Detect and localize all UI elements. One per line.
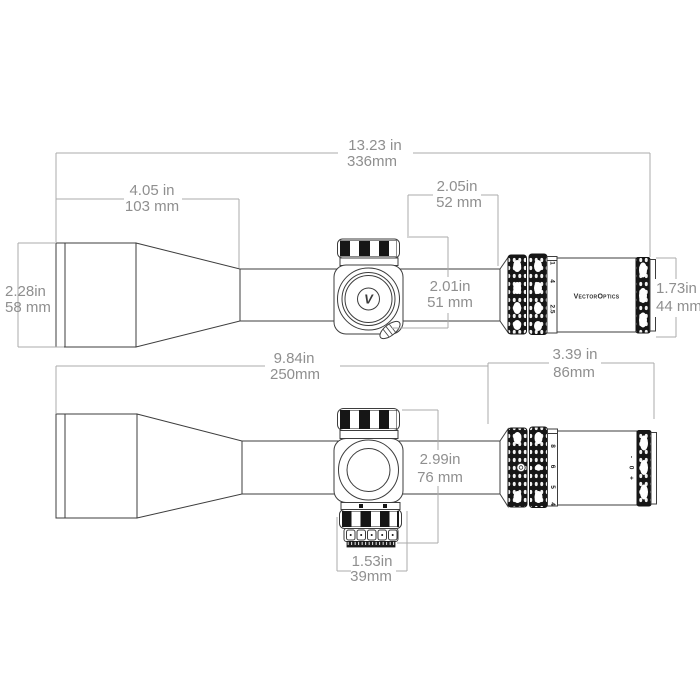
side-bell-taper: [135, 242, 241, 348]
mag-label: 4: [549, 279, 556, 283]
dim-front-length-mm: 250mm: [270, 366, 320, 383]
dim-front-length-in: 9.84in: [274, 350, 315, 367]
side-elevation-turret-cap: [337, 238, 400, 266]
dim-ocular-length: 2.05in 52 mm: [407, 178, 499, 266]
top-parallax-knob: [337, 408, 400, 439]
side-turret-saddle: V: [333, 264, 404, 335]
dim-eyepiece-length: 3.39 in 86mm: [487, 346, 655, 424]
side-eyepiece-flare: [499, 255, 509, 335]
top-eyepiece-body: [557, 430, 638, 506]
side-magnification-band: 1 4 2.5: [546, 256, 558, 334]
dim-turret-height-in: 2.99in: [420, 451, 461, 468]
top-view-scope: 8 6 5 4 - 0 +: [55, 408, 657, 548]
vector-optics-logo-icon: V: [364, 292, 374, 307]
top-turret-saddle: [333, 438, 404, 503]
dim-objective-diameter: 2.28in 58 mm: [5, 242, 64, 348]
dim-eyepiece-diameter-in: 1.73in: [656, 280, 697, 297]
side-eyepiece-assembly: 1 4 2.5 VectorOptics: [499, 253, 656, 335]
dim-turret-width-mm: 39mm: [350, 568, 392, 585]
side-lock-lever: [379, 320, 401, 340]
top-objective-bell: [64, 413, 138, 519]
dim-objective-diameter-mm: 58 mm: [5, 299, 51, 316]
dim-turret-width-in: 1.53in: [352, 553, 393, 570]
mag-label: 6: [549, 465, 556, 469]
dim-overall-mm: 336mm: [347, 153, 397, 170]
dim-front-length: 9.84in 250mm: [55, 350, 488, 413]
dim-eyepiece-diameter-mm: 44 mm: [656, 298, 700, 315]
side-view-dimensions: 13.23 in 336mm 4.05 in 103 mm 2.05in 52 …: [5, 137, 700, 348]
top-eyepiece-flare: [499, 427, 509, 509]
top-bell-taper: [136, 413, 243, 519]
side-power-ring-knurl-1: [507, 254, 527, 335]
top-windage-scale-band: [346, 541, 396, 548]
dim-ocular-length-mm: 52 mm: [436, 194, 482, 211]
top-objective-rim: [55, 413, 66, 519]
dim-eyepiece-length-in: 3.39 in: [552, 346, 597, 363]
side-objective-rim: [55, 242, 66, 348]
dim-ocular-length-in: 2.05in: [437, 178, 478, 195]
top-eyepiece-assembly: 8 6 5 4 - 0 +: [499, 426, 657, 509]
mag-label: 2.5: [549, 304, 556, 313]
dim-turret-width: 1.53in 39mm: [336, 511, 408, 585]
side-eyepiece-end-cap: [649, 259, 656, 332]
dim-eyepiece-length-mm: 86mm: [553, 364, 595, 381]
dim-objective-length-in: 4.05 in: [129, 182, 174, 199]
dim-turret-height-mm: 76 mm: [417, 469, 463, 486]
diopter-label: -: [628, 456, 635, 458]
dim-overall-in: 13.23 in: [348, 137, 401, 154]
dim-objective-length: 4.05 in 103 mm: [56, 182, 240, 268]
top-diopter-markings: - 0 +: [628, 456, 635, 480]
mag-label: 1: [549, 261, 556, 265]
mag-label: 4: [549, 502, 556, 506]
dim-turret-height: 2.99in 76 mm: [397, 409, 463, 544]
top-view-dimensions: 9.84in 250mm 3.39 in 86mm 2.99in 76 mm: [55, 346, 655, 585]
side-objective-bell: [64, 242, 137, 348]
mag-label: 5: [549, 485, 556, 489]
dim-saddle-height: 2.01in 51 mm: [392, 236, 473, 329]
top-windage-turret: [339, 502, 402, 548]
dim-objective-length-mm: 103 mm: [125, 198, 179, 215]
brand-label: VectorOptics: [574, 294, 620, 301]
mag-label: 8: [549, 444, 556, 448]
diopter-label: 0: [628, 466, 635, 470]
side-eyepiece-body: [556, 257, 637, 333]
side-view-scope: V 1 4: [55, 238, 656, 348]
dim-eyepiece-diameter: 1.73in 44 mm: [655, 257, 700, 338]
diopter-label: +: [628, 476, 635, 480]
top-eyepiece-end-cap: [650, 432, 657, 505]
dim-saddle-height-in: 2.01in: [430, 278, 471, 295]
dim-objective-diameter-in: 2.28in: [5, 283, 46, 300]
dim-saddle-height-mm: 51 mm: [427, 294, 473, 311]
dim-overall-length: 13.23 in 336mm: [55, 137, 651, 257]
